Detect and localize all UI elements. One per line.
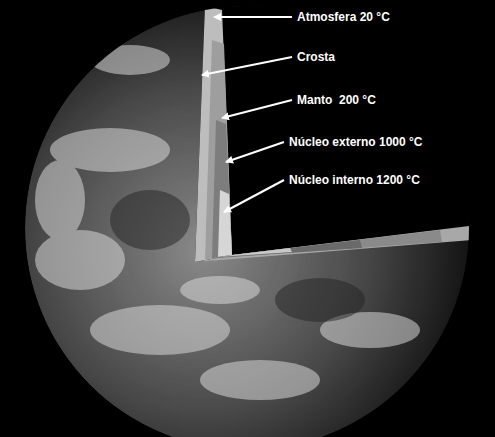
layer-label: Núcleo externo 1000 °C xyxy=(289,135,423,149)
layer-label: Núcleo interno 1200 °C xyxy=(289,173,420,187)
layer-label: Manto 200 °C xyxy=(297,93,376,107)
layer-label: Crosta xyxy=(297,50,335,64)
leader-lines xyxy=(202,17,292,212)
layer-label: Atmosfera 20 °C xyxy=(297,10,390,24)
